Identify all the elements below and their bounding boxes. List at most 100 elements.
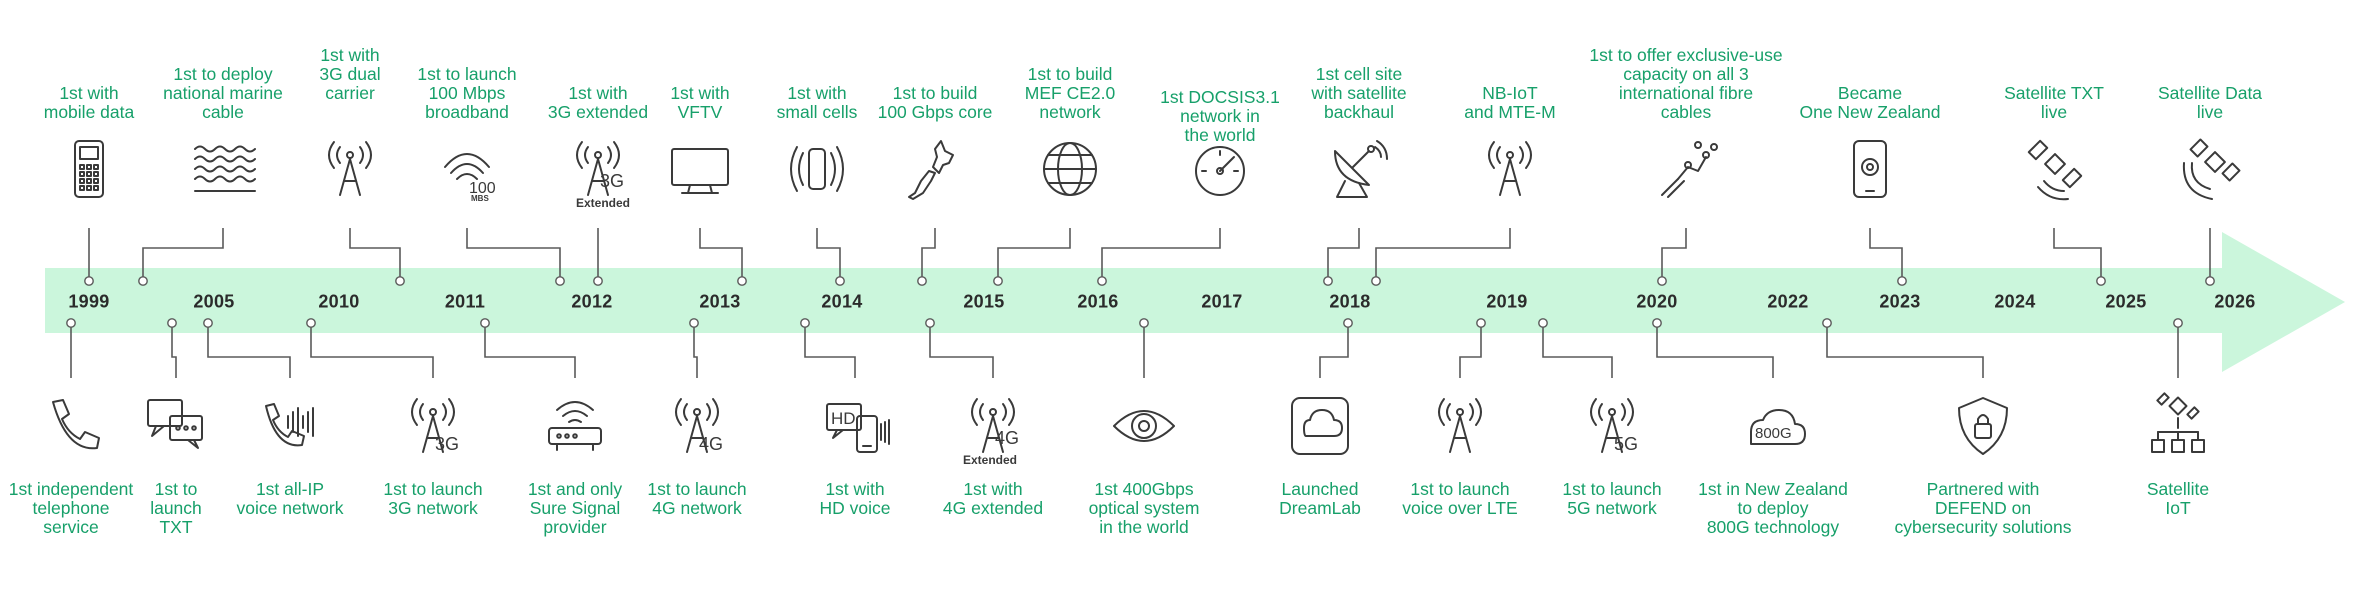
top-connector xyxy=(142,228,224,277)
bottom-connector xyxy=(693,327,698,378)
milestone-label: 1st 400Gbps optical system in the world xyxy=(1088,479,1200,537)
milestone-label: 1st to launch 5G network xyxy=(1562,479,1662,518)
top-connector xyxy=(699,228,743,277)
year-label: 1999 xyxy=(68,291,110,312)
svg-text:HD: HD xyxy=(831,409,856,428)
bottom-connector xyxy=(804,327,856,378)
milestone-label: 1st to launch 4G network xyxy=(647,479,747,518)
bottom-connector xyxy=(1319,327,1349,378)
bottom-connector xyxy=(310,327,434,378)
satellite-network-icon xyxy=(2151,392,2205,453)
milestone-label: Satellite TXT live xyxy=(2004,83,2104,122)
satellite-dish-icon xyxy=(1334,140,1388,198)
milestone-label: Satellite IoT xyxy=(2146,479,2210,518)
connector-dot xyxy=(2096,276,2106,286)
year-label: 2025 xyxy=(2105,291,2147,312)
milestone-label: 1st to build 100 Gbps core xyxy=(877,83,993,122)
connector-dot xyxy=(1097,276,1107,286)
connector-dot xyxy=(66,318,76,328)
milestone-label: 1st to launch TXT xyxy=(150,479,202,537)
speedometer-icon xyxy=(1195,146,1245,196)
milestone-label: 1st cell site with satellite backhaul xyxy=(1311,64,1407,122)
calculator-phone-icon xyxy=(74,140,104,198)
svg-text:800G: 800G xyxy=(1755,425,1792,442)
antenna-4g-extended-icon: 4G Extended xyxy=(963,398,1019,467)
milestone-label: 1st in New Zealand to deploy 800G techno… xyxy=(1698,479,1848,537)
shield-lock-icon xyxy=(1958,397,2008,455)
top-connector xyxy=(466,228,561,277)
connector-dot xyxy=(1323,276,1333,286)
new-zealand-map-icon xyxy=(908,140,954,200)
top-connector xyxy=(1661,228,1687,277)
milestone-label: 1st with HD voice xyxy=(819,479,891,518)
tv-icon xyxy=(671,148,729,194)
milestone-label: 1st with VFTV xyxy=(670,83,730,122)
milestone-label: 1st to deploy national marine cable xyxy=(163,64,283,122)
connector-dot xyxy=(555,276,565,286)
connector-dot xyxy=(138,276,148,286)
connector-dot xyxy=(1371,276,1381,286)
bottom-connector xyxy=(171,327,177,378)
cloud-800g-icon: 800G xyxy=(1750,409,1806,445)
connector-dot xyxy=(993,276,1003,286)
top-connector xyxy=(1375,228,1511,277)
top-connector xyxy=(1869,228,1903,277)
milestone-label: Satellite Data live xyxy=(2157,83,2263,122)
milestone-label: 1st with small cells xyxy=(776,83,858,122)
svg-text:5G: 5G xyxy=(1614,434,1638,454)
connector-dot xyxy=(1822,318,1832,328)
svg-text:Extended: Extended xyxy=(963,453,1017,467)
connector-dot xyxy=(593,276,603,286)
milestone-label: 1st to launch voice over LTE xyxy=(1402,479,1518,518)
top-connector xyxy=(997,228,1071,277)
bottom-connector xyxy=(1656,327,1774,378)
antenna-tower-icon xyxy=(328,141,372,196)
milestone-label: Launched DreamLab xyxy=(1279,479,1361,518)
year-label: 2024 xyxy=(1994,291,2036,312)
milestone-label: 1st to launch 100 Mbps broadband xyxy=(417,64,517,122)
year-label: 2015 xyxy=(963,291,1005,312)
year-label: 2013 xyxy=(699,291,741,312)
small-cell-icon xyxy=(790,146,844,192)
year-label: 2026 xyxy=(2214,291,2256,312)
globe-icon xyxy=(1043,142,1097,196)
router-icon xyxy=(548,401,602,451)
connector-dot xyxy=(167,318,177,328)
connector-dot xyxy=(1476,318,1486,328)
top-connector xyxy=(921,228,936,277)
connector-dot xyxy=(1652,318,1662,328)
connector-dot xyxy=(395,276,405,286)
year-label: 2012 xyxy=(571,291,613,312)
eye-icon xyxy=(1113,410,1175,442)
voip-phone-icon xyxy=(265,403,314,447)
connector-dot xyxy=(480,318,490,328)
year-label: 2014 xyxy=(821,291,863,312)
year-label: 2017 xyxy=(1201,291,1243,312)
antenna-tower-icon xyxy=(1488,141,1532,196)
year-label: 2016 xyxy=(1077,291,1119,312)
milestone-label: Partnered with DEFEND on cybersecurity s… xyxy=(1894,479,2072,537)
milestone-label: 1st and only Sure Signal provider xyxy=(527,479,623,537)
satellite-icon xyxy=(2027,139,2083,201)
milestone-label: 1st with mobile data xyxy=(43,83,135,122)
connector-dot xyxy=(835,276,845,286)
milestone-label: 1st to offer exclusive-use capacity on a… xyxy=(1589,45,1783,122)
bottom-connector xyxy=(1542,327,1613,378)
connector-dot xyxy=(2173,318,2183,328)
connector-dot xyxy=(925,318,935,328)
svg-text:3G: 3G xyxy=(435,434,459,454)
milestone-label: 1st with 3G dual carrier xyxy=(319,45,381,103)
antenna-3g-icon: 3G xyxy=(411,398,459,454)
mobile-phone-icon xyxy=(1853,140,1887,198)
marine-waves-icon xyxy=(194,145,256,192)
milestone-label: 1st with 4G extended xyxy=(942,479,1044,518)
bottom-connector xyxy=(484,327,576,378)
connector-dot xyxy=(1538,318,1548,328)
bottom-connector xyxy=(1459,327,1482,378)
hd-voice-icon: HD xyxy=(826,403,890,453)
svg-text:4G: 4G xyxy=(995,428,1019,448)
connector-dot xyxy=(800,318,810,328)
